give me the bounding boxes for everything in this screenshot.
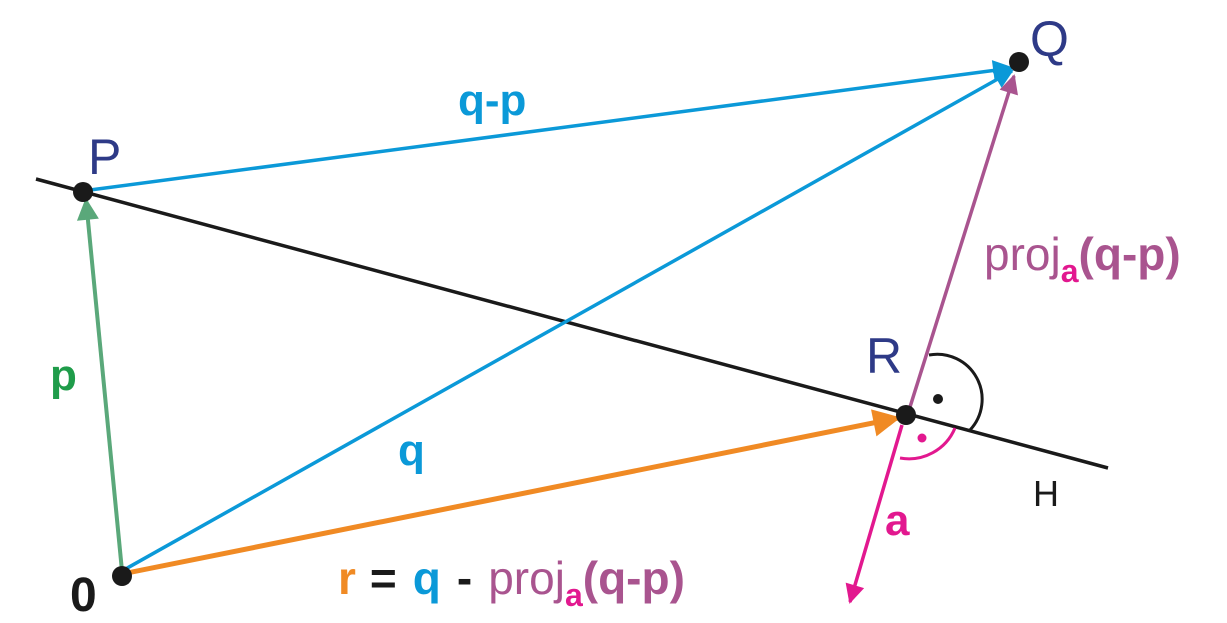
point-r xyxy=(896,405,916,425)
equation-proj-text: proj xyxy=(488,552,565,604)
label-point-r: R xyxy=(866,328,902,384)
equation-proj-subscript: a xyxy=(565,577,583,613)
vector-q-minus-p-arrow xyxy=(89,60,1015,192)
equation-proj-argument: q-p xyxy=(598,552,670,604)
vector-r-arrow xyxy=(121,409,901,577)
right-angle-dot-black xyxy=(933,394,943,404)
proj-text: proj xyxy=(984,228,1061,280)
label-vector-p: p xyxy=(50,351,77,400)
point-p xyxy=(73,182,93,202)
line-h xyxy=(35,177,1109,470)
label-line-h: H xyxy=(1033,473,1059,514)
vector-q-arrow xyxy=(121,69,1014,573)
equation-open-paren: ( xyxy=(583,552,599,604)
vector-p-arrow xyxy=(76,197,124,572)
label-point-q: Q xyxy=(1030,11,1069,67)
label-vector-q: q xyxy=(398,426,425,475)
proj-close-paren: ) xyxy=(1165,228,1180,280)
equation-q-symbol: q xyxy=(413,552,441,604)
equation-equals: = xyxy=(370,552,397,604)
proj-argument: q-p xyxy=(1094,228,1166,280)
equation-close-paren: ) xyxy=(670,552,685,604)
vector-proj-arrow xyxy=(908,74,1018,408)
point-origin xyxy=(112,566,132,586)
proj-open-paren: ( xyxy=(1079,228,1095,280)
proj-subscript: a xyxy=(1061,253,1079,289)
label-vector-a: a xyxy=(885,496,910,545)
right-angle-arc-black xyxy=(928,352,984,432)
equation-r: r = q-proja(q-p) xyxy=(338,552,685,613)
equation-r-symbol: r xyxy=(338,552,356,604)
vector-a-arrow xyxy=(845,424,904,604)
label-vector-q-minus-p: q-p xyxy=(458,76,526,125)
equation-minus: - xyxy=(457,552,472,604)
right-angle-dot-pink xyxy=(917,433,927,443)
label-origin: 0 xyxy=(70,569,97,622)
right-angle-arc-pink xyxy=(899,427,957,461)
point-q xyxy=(1009,52,1029,72)
label-projection: proja(q-p) xyxy=(984,228,1181,289)
label-point-p: P xyxy=(88,129,121,185)
